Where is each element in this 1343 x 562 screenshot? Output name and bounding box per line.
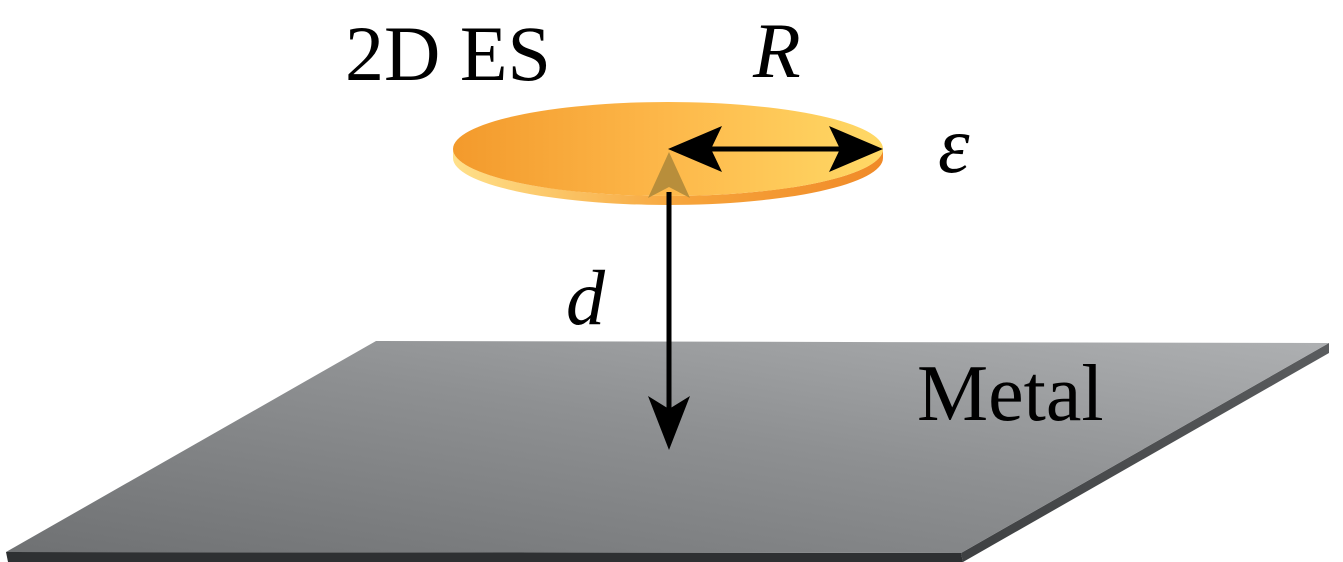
radius-label: R: [752, 7, 801, 94]
radius-arrow: [668, 126, 883, 172]
metal-plate-side-edge: [961, 343, 1329, 562]
metal-plate-front-edge: [6, 552, 963, 562]
system-label: 2D ES: [345, 10, 551, 97]
distance-arrowhead-bottom: [648, 396, 690, 450]
dielectric-label: ε: [938, 102, 970, 190]
disk: [453, 102, 883, 205]
metal-plate: [6, 341, 1329, 562]
substrate-label: Metal: [917, 350, 1104, 438]
radius-arrowhead-right: [829, 126, 883, 172]
radius-arrowhead-left: [668, 126, 722, 172]
distance-arrow: [648, 152, 690, 450]
metal-plate-top: [6, 341, 1329, 553]
distance-label: d: [566, 254, 606, 341]
disk-rim: [453, 149, 883, 205]
distance-arrow-top-head: [648, 152, 690, 198]
